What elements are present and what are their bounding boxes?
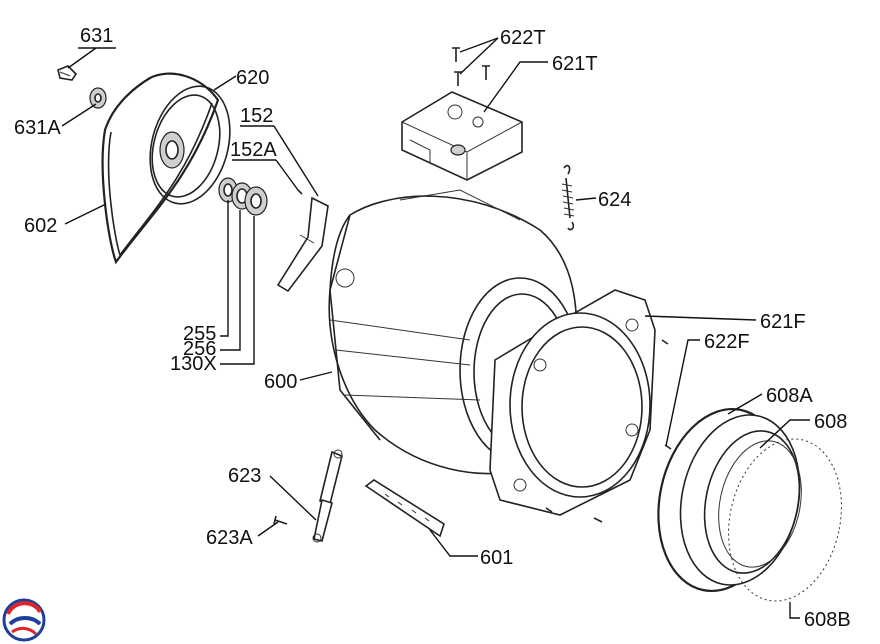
part-601-paddle <box>364 479 445 538</box>
part-bearings <box>218 177 268 216</box>
part-631-bolt <box>57 65 78 81</box>
part-602-belt <box>101 72 220 265</box>
label-624: 624 <box>598 189 631 211</box>
part-621T-top-weight <box>401 91 523 181</box>
label-608A: 608A <box>766 385 813 407</box>
leader-lines <box>61 37 810 619</box>
label-622T: 622T <box>500 27 546 49</box>
label-608: 608 <box>814 411 847 433</box>
label-255: 255 <box>183 323 216 345</box>
part-622F-screws <box>545 339 672 523</box>
part-621F-front-weight <box>489 289 656 516</box>
label-623: 623 <box>228 465 261 487</box>
label-600: 600 <box>264 371 297 393</box>
label-602: 602 <box>24 215 57 237</box>
label-623A: 623A <box>206 527 253 549</box>
part-623A-pin <box>273 515 288 525</box>
part-labels: 631 631A 620 602 152 152A 255 256 130X 6… <box>14 25 851 631</box>
label-621T: 621T <box>552 53 598 75</box>
brand-logo-icon <box>2 598 46 642</box>
label-152: 152 <box>240 105 273 127</box>
label-608B: 608B <box>804 609 851 631</box>
part-152-bracket <box>276 189 329 293</box>
label-601: 601 <box>480 547 513 569</box>
label-256: 256 <box>183 338 216 360</box>
part-631A-washer <box>89 87 107 109</box>
part-624-spring <box>561 164 575 231</box>
label-152A: 152A <box>230 139 277 161</box>
label-621F: 621F <box>760 311 806 333</box>
label-631: 631 <box>80 25 113 47</box>
label-631A: 631A <box>14 117 61 139</box>
label-130X: 130X <box>170 353 217 375</box>
part-608B-clamp-ring <box>728 438 842 602</box>
part-622T-screws <box>452 47 490 86</box>
label-620: 620 <box>236 67 269 89</box>
part-623-damper <box>312 449 343 543</box>
label-622F: 622F <box>704 331 750 353</box>
part-608-door-seal <box>657 407 802 593</box>
